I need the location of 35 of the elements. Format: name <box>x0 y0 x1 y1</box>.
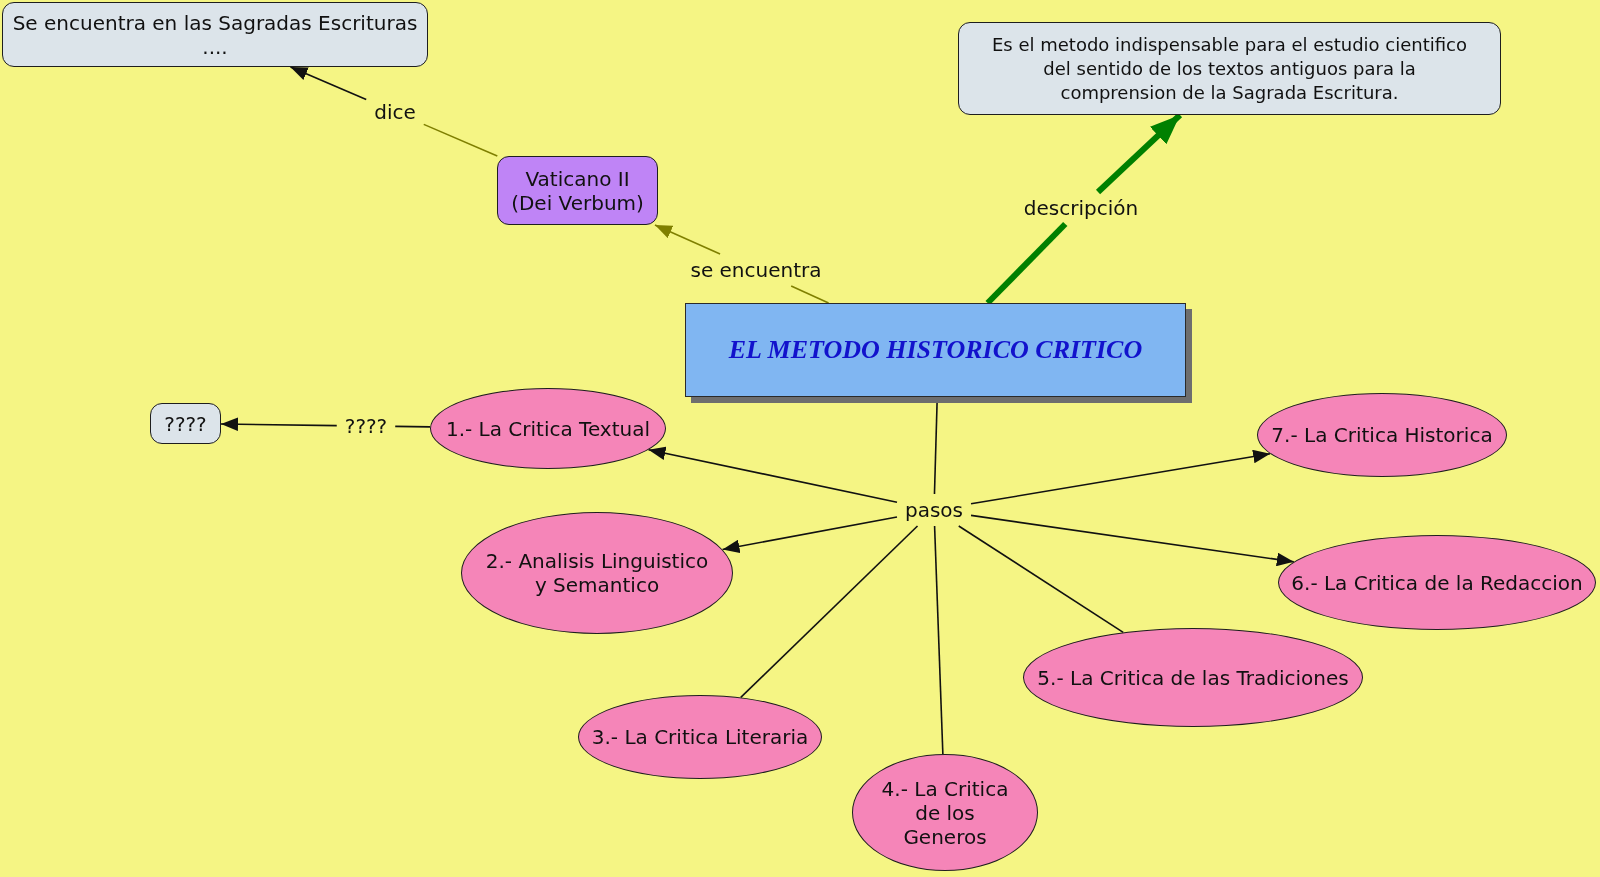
connector-line <box>933 402 938 495</box>
connector-line <box>394 425 431 428</box>
arrow <box>721 516 898 554</box>
connector-line <box>740 525 919 699</box>
concept-text: Se encuentra en las Sagradas Escrituras .... <box>12 10 418 59</box>
linking-phrase: dice <box>374 100 416 124</box>
concept-text: Vaticano II (Dei Verbum) <box>510 166 645 215</box>
concept-box <box>150 403 221 444</box>
arrow <box>289 66 368 101</box>
arrow <box>970 449 1271 505</box>
arrow <box>220 417 338 432</box>
connector-line <box>790 285 830 304</box>
concept-text: ???? <box>164 411 207 436</box>
concept-text: 3.- La Critica Literaria <box>591 725 809 749</box>
concept-text: 4.- La Critica de los Generos <box>880 776 1010 849</box>
linking-phrase: ???? <box>344 414 388 438</box>
concept-text: 2.- Analisis Linguistico y Semantico <box>484 549 710 597</box>
concept-box <box>958 22 1501 115</box>
concept-text: 1.- La Critica Textual <box>445 416 651 441</box>
arrow <box>654 224 721 255</box>
concept-text: 7.- La Critica Historica <box>1271 423 1493 447</box>
connector-line <box>422 123 499 157</box>
concept-text: 6.- La Critica de la Redaccion <box>1291 570 1583 595</box>
connector-line <box>957 525 1124 634</box>
concept-box <box>2 2 428 67</box>
concept-text: Es el metodo indispensable para el estudio cientifico del sentido de los textos antiguos para la comprension de la Sagrada Escritura. <box>991 32 1468 105</box>
arrow <box>970 514 1295 567</box>
linking-phrase: pasos <box>905 498 963 522</box>
arrow <box>647 446 898 503</box>
connector-line <box>933 525 944 755</box>
linking-phrase: se encuentra <box>690 258 822 282</box>
linking-phrase: descripción <box>1023 196 1139 220</box>
title-text: EL METODO HISTORICO CRITICO <box>728 334 1143 366</box>
concept-box <box>497 156 658 225</box>
concept-text: 5.- La Critica de las Tradiciones <box>1037 665 1349 690</box>
